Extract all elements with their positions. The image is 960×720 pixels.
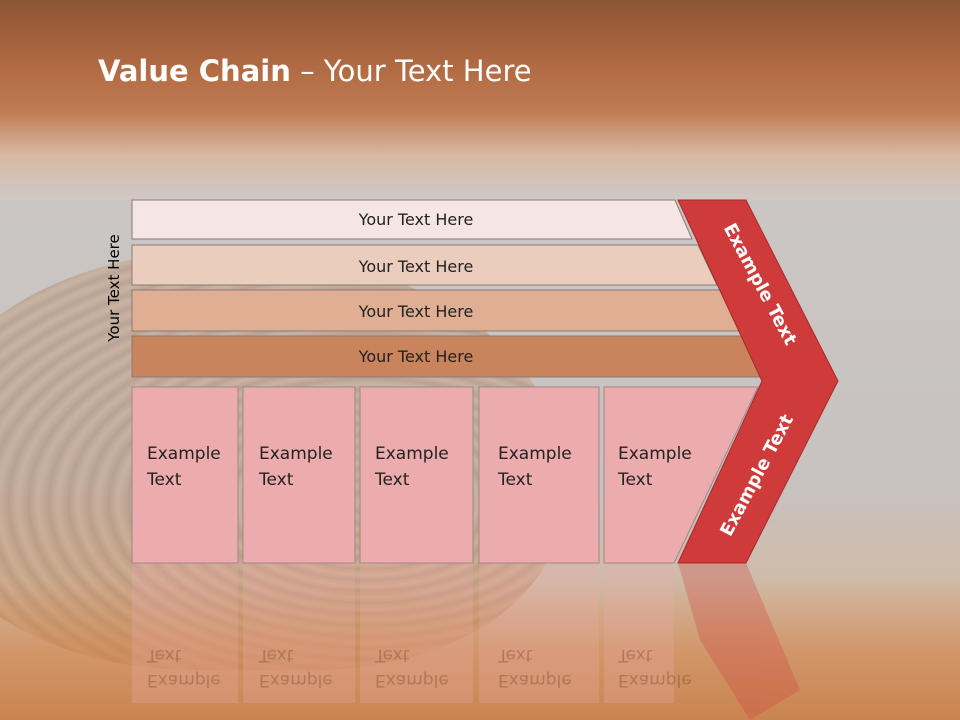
ground-photo [0, 580, 960, 720]
reflection-text-1a: Example [147, 670, 221, 690]
slide-title[interactable]: Value Chain – Your Text Here [98, 54, 532, 88]
box-1-line2: Text [146, 470, 182, 490]
background-top [0, 0, 960, 200]
title-rest: – Your Text Here [290, 54, 532, 88]
reflection-text-1b: Text [146, 645, 182, 665]
box-5-line1: Example [618, 444, 692, 464]
bar-4-label: Your Text Here [358, 347, 474, 366]
reflection-text-3a: Example [375, 670, 449, 690]
box-1-line1: Example [147, 444, 221, 464]
box-4-line2: Text [497, 470, 533, 490]
reflection-chevron [678, 563, 800, 720]
box-5[interactable] [603, 386, 759, 564]
reflection-group [132, 563, 800, 720]
bar-3-label: Your Text Here [358, 302, 474, 321]
box-5-line2: Text [617, 470, 653, 490]
box-4[interactable] [478, 386, 600, 564]
reflection-box-2 [243, 563, 355, 703]
reflection-text-group: Example Text Example Text Example Text E… [146, 645, 692, 690]
box-3-line2: Text [374, 470, 410, 490]
box-2-line2: Text [258, 470, 294, 490]
reflection-text-5a: Example [618, 670, 692, 690]
reflection-text-2a: Example [259, 670, 333, 690]
box-1[interactable] [131, 386, 239, 564]
reflection-text-2b: Text [258, 645, 294, 665]
reflection-box-3 [360, 563, 473, 703]
reflection-text-5b: Text [617, 645, 653, 665]
box-3[interactable] [359, 386, 474, 564]
title-bold: Value Chain [98, 54, 291, 88]
bar-2-label: Your Text Here [358, 257, 474, 276]
box-2-line1: Example [259, 444, 333, 464]
bar-1-label: Your Text Here [358, 210, 474, 229]
reflection-text-4b: Text [497, 645, 533, 665]
chevron[interactable] [677, 199, 839, 564]
reflection-box-5 [604, 563, 674, 703]
bar-1[interactable] [131, 199, 693, 240]
reflection-text-3b: Text [374, 645, 410, 665]
reflection-text-4a: Example [498, 670, 572, 690]
box-3-line1: Example [375, 444, 449, 464]
reflection-box-4 [479, 563, 599, 703]
box-4-line1: Example [498, 444, 572, 464]
box-2[interactable] [242, 386, 356, 564]
reflection-box-1 [132, 563, 238, 703]
